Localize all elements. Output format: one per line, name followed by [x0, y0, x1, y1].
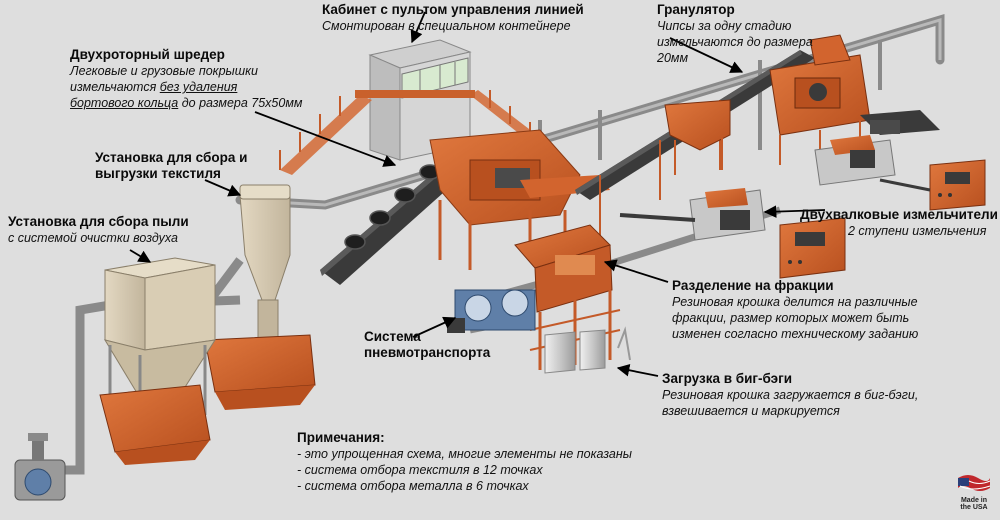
note-item-3: - система отбора металла в 6 точках [297, 479, 529, 493]
shredder-desc-2a: измельчаются [70, 80, 160, 94]
granulator-title: Гранулятор [657, 2, 735, 17]
label-bigbag: Загрузка в биг-бэги Резиновая крошка заг… [662, 371, 962, 419]
separation-title: Разделение на фракции [672, 278, 834, 293]
shredder-desc-3u: бортового кольца [70, 96, 179, 110]
pneumo-title-1: Система [364, 329, 421, 344]
dust-collector [99, 257, 217, 465]
big-bags [544, 326, 631, 374]
shredder-desc-2u: без удаления [159, 80, 238, 94]
usa-flag-icon [958, 475, 991, 491]
separation-desc-1: Резиновая крошка делится на различные [672, 295, 918, 309]
note-item-1: - это упрощенная схема, многие элементы … [297, 447, 632, 461]
label-rollers: Двухвалковые измельчители 2 ступени изме… [800, 207, 998, 239]
exhaust-fan [14, 433, 66, 501]
badge-line-1: Made in [960, 497, 988, 504]
bigbag-desc-1: Резиновая крошка загружается в биг-бэги, [662, 388, 919, 402]
roller-crusher-2 [619, 188, 766, 241]
label-cabinet: Кабинет с пультом управления линией Смон… [322, 2, 622, 34]
shredder-desc-3: бортового кольца до размера 75х50мм [70, 95, 330, 111]
cabinet-title: Кабинет с пультом управления линией [322, 2, 584, 17]
shredder-desc-2: измельчаются без удаления [70, 79, 330, 95]
note-item-2: - система отбора текстиля в 12 точках [297, 463, 543, 477]
hopper [664, 99, 731, 175]
control-cabin [279, 39, 550, 175]
shredder-desc-1: Легковые и грузовые покрышки [70, 64, 258, 78]
pneumo-title-2: пневмотранспорта [364, 345, 491, 360]
control-panel-right [879, 159, 986, 211]
pneumo-transport-system [447, 289, 536, 333]
textile-cyclone [204, 184, 316, 410]
label-shredder: Двухроторный шредер Легковые и грузовые … [70, 47, 330, 111]
notes-title: Примечания: [297, 430, 385, 445]
label-pneumo: Система пневмотранспорта [364, 329, 504, 361]
textile-title-2: выгрузки текстиля [95, 166, 221, 181]
rollers-title: Двухвалковые измельчители [800, 207, 998, 222]
shredder-desc-3b: до размера 75х50мм [178, 96, 303, 110]
made-in-usa-badge: Made in the USA [953, 497, 995, 511]
granulator-desc-2: измельчаются до размера [657, 35, 813, 49]
callout-arrows [129, 11, 826, 377]
dust-desc: с системой очистки воздуха [8, 231, 178, 245]
bigbag-desc-2: взвешивается и маркируется [662, 404, 840, 418]
shredder-machine [320, 129, 610, 285]
badge-line-2: the USA [960, 504, 988, 511]
control-panel-middle [779, 217, 846, 279]
granulator-desc-1: Чипсы за одну стадию [657, 19, 792, 33]
label-textile: Установка для сбора и выгрузки текстиля [95, 150, 265, 182]
separation-desc-3: изменен согласно техническому заданию [672, 327, 919, 341]
separation-desc-2: фракции, размер которых может быть [672, 311, 910, 325]
textile-title-1: Установка для сбора и [95, 150, 248, 165]
label-dust: Установка для сбора пыли с системой очис… [8, 214, 208, 246]
bigbag-title: Загрузка в биг-бэги [662, 371, 793, 386]
shredder-title: Двухроторный шредер [70, 47, 225, 62]
label-granulator: Гранулятор Чипсы за одну стадию измельча… [657, 2, 837, 66]
label-separation: Разделение на фракции Резиновая крошка д… [672, 278, 962, 342]
roller-crusher-1 [814, 135, 896, 186]
granulator-machine [769, 34, 940, 165]
granulator-desc-3: 20мм [657, 51, 689, 65]
cabinet-desc: Смонтирован в специальном контейнере [322, 19, 571, 33]
notes-block: Примечания: - это упрощенная схема, мног… [297, 430, 657, 494]
dust-title: Установка для сбора пыли [8, 214, 189, 229]
rollers-desc: 2 ступени измельчения [848, 224, 987, 238]
